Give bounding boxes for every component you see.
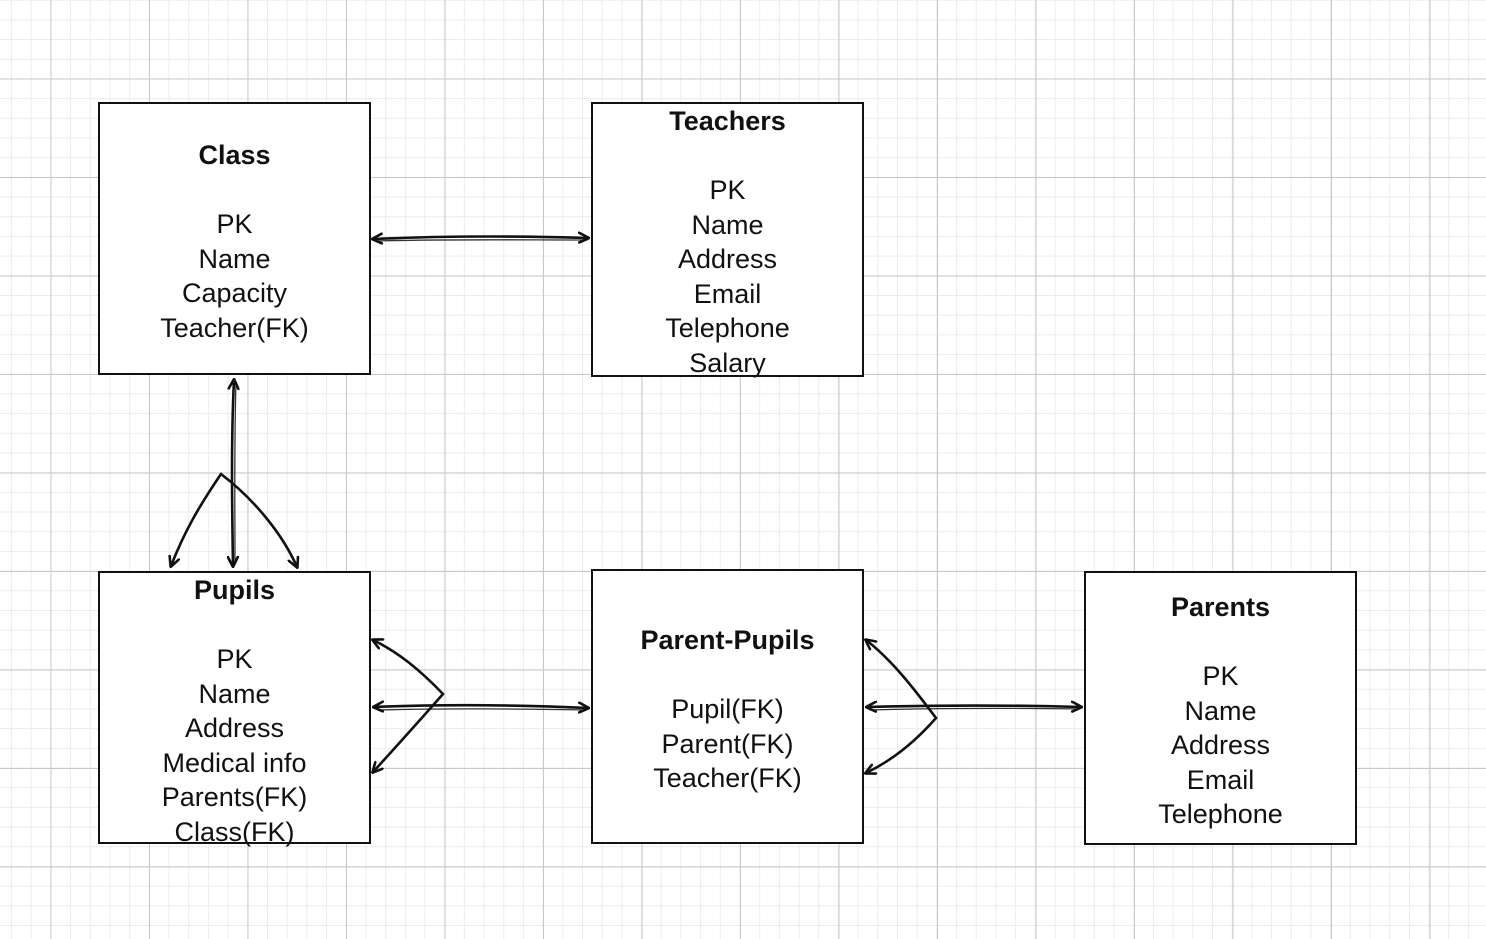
entity-parent-pupils-field: Pupil(FK) [671,694,784,724]
entity-teachers-field: PK [709,175,746,205]
entity-pupils-title: Pupils [193,575,275,605]
entity-pupils-field: Parents(FK) [161,782,308,812]
entity-pupils-field: Medical info [162,747,307,778]
entity-class-field: PK [216,209,253,239]
entity-parent-pupils[interactable]: Parent-Pupils Pupil(FK) Parent(FK) Teach… [591,569,864,844]
entity-parent-pupils-field: Parent(FK) [661,728,794,759]
entity-parent-pupils-field: Teacher(FK) [653,763,802,793]
entity-class-field: Teacher(FK) [160,312,309,343]
entity-parent-pupils-title: Parent-Pupils [640,625,815,655]
entity-pupils-field: Name [198,678,271,709]
entity-class-title: Class [198,140,271,170]
relationship-class-pupils[interactable] [171,380,297,567]
entity-parents-title: Parents [1170,592,1271,622]
entity-teachers[interactable]: Teachers PK Name Address Email Telephone… [591,102,864,378]
entity-pupils-field: Address [184,713,285,743]
entity-parents-field: PK [1202,661,1239,691]
entity-class-field: Name [198,243,271,274]
entity-pupils-field: PK [216,644,253,674]
entity-teachers-title: Teachers [669,106,786,136]
entity-class-field: Capacity [181,278,288,308]
entity-parents-field: Email [1186,764,1255,795]
entity-class[interactable]: Class PK Name Capacity Teacher(FK) [98,102,371,375]
entity-teachers-field: Salary [689,347,766,378]
entity-parents-field: Telephone [1158,799,1283,829]
entity-teachers-field: Address [677,244,778,274]
entity-pupils[interactable]: Pupils PK Name Address Medical info Pare… [98,571,371,847]
entity-teachers-field: Email [693,278,762,309]
entity-parents[interactable]: Parents PK Name Address Email Telephone [1084,571,1357,845]
entity-teachers-field: Telephone [665,313,790,343]
entity-parents-field: Address [1170,730,1271,760]
relationship-class-teachers[interactable] [373,237,588,241]
relationship-pupils-parent-pupils[interactable] [373,640,588,772]
entity-teachers-field: Name [691,209,764,240]
relationship-parent-pupils-parents[interactable] [866,640,1081,773]
entity-parents-field: Name [1184,695,1257,726]
entity-pupils-field: Class(FK) [174,816,295,847]
